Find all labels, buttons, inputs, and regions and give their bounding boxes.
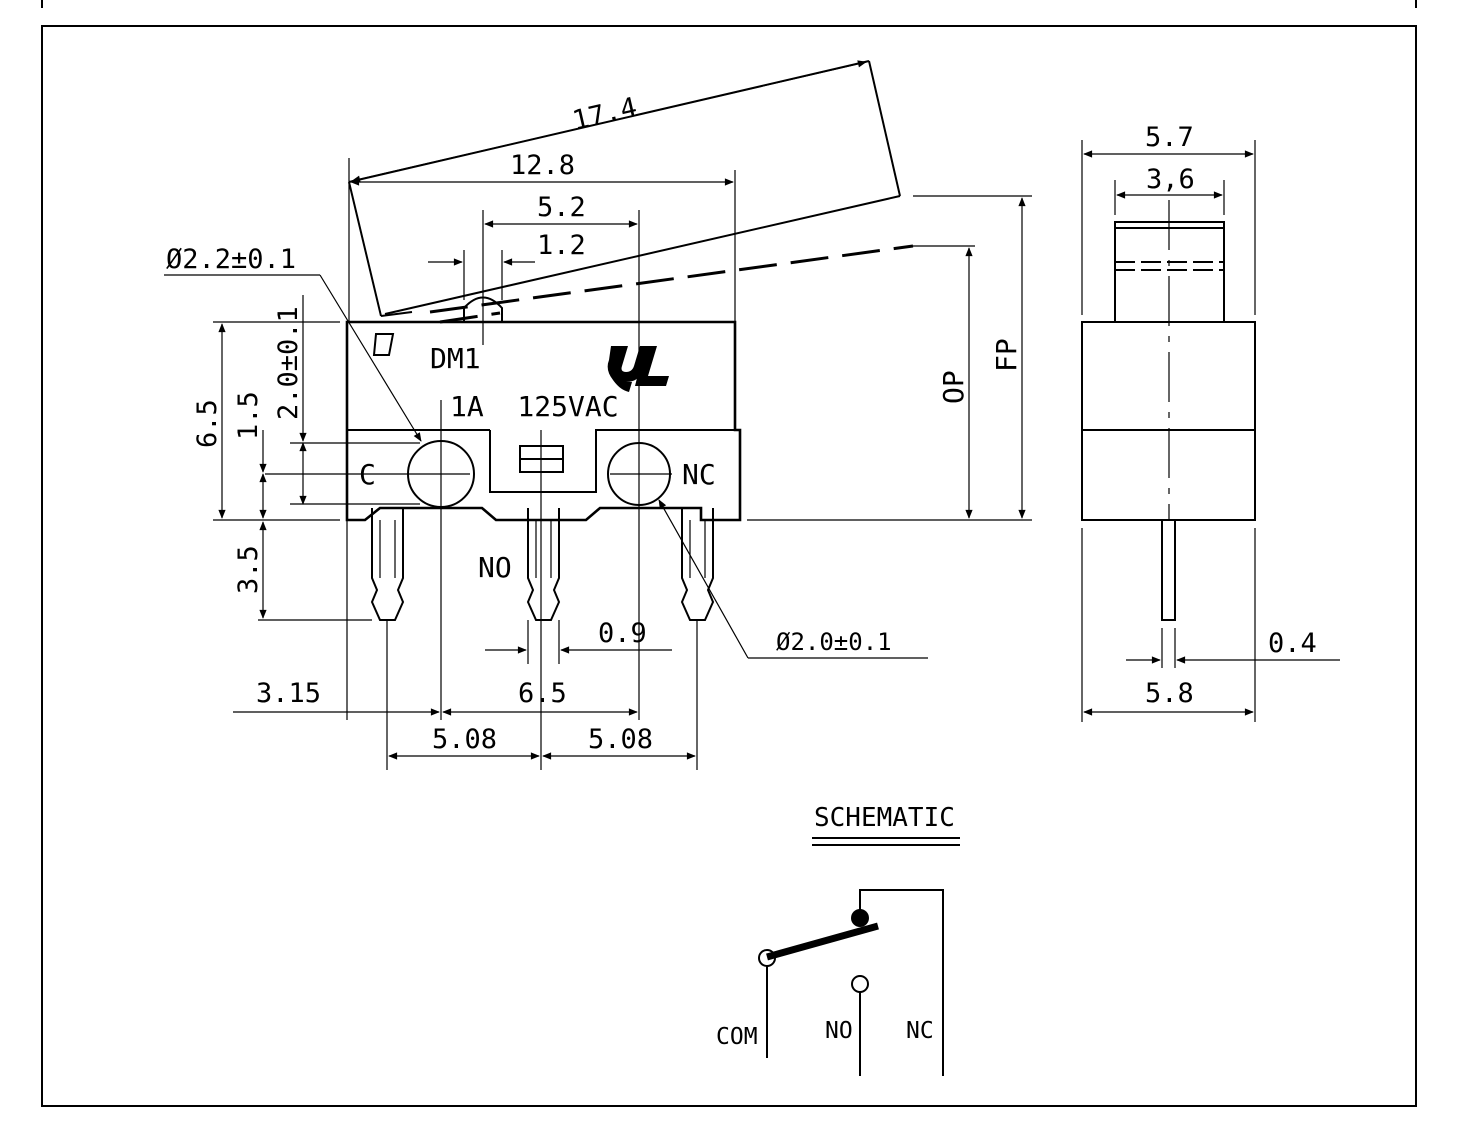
terminal-label-c: C (359, 458, 376, 491)
front-dimension-lines (218, 60, 1026, 760)
label-op: OP (937, 370, 970, 404)
dim-actuator-offset: 5.2 (537, 192, 586, 223)
dim-side-width-bottom: 5.8 (1145, 678, 1194, 709)
dim-hole-height: 1.5 (233, 391, 264, 440)
dim-pin-pitch-2: 5.08 (588, 724, 653, 755)
schematic-no-contact (851, 975, 869, 993)
schematic-label-nc: NC (906, 1018, 934, 1044)
terminal-label-no: NO (478, 551, 512, 584)
schematic-nc-contact (851, 909, 869, 927)
callout-hole-nc: Ø2.0±0.1 (776, 628, 892, 656)
dim-lever-pivot: 12.8 (510, 150, 575, 181)
pin-c (370, 508, 405, 621)
dim-pin-pitch-1: 5.08 (432, 724, 497, 755)
label-fp: FP (990, 338, 1023, 372)
model-marking: DM1 (430, 342, 481, 375)
side-centerlines (1081, 140, 1256, 722)
schematic-label-no: NO (825, 1018, 853, 1044)
schematic-switch-blade (766, 922, 879, 961)
front-centerlines (213, 158, 1032, 770)
schematic-title: SCHEMATIC (814, 803, 955, 833)
dim-left-to-c: 3.15 (256, 678, 321, 709)
dim-side-pin-thickness: 0.4 (1268, 628, 1317, 659)
dim-side-width-top: 5.7 (1145, 122, 1194, 153)
dim-side-plunger-width: 3,6 (1146, 164, 1195, 195)
dim-hole-c-height: 2.0±0.1 (273, 306, 304, 420)
side-pin (1161, 519, 1176, 621)
dim-lever-length: 17.4 (570, 92, 640, 137)
dim-pin-length: 3.5 (233, 545, 264, 594)
side-view: 5.7 3,6 5.8 0.4 (1081, 122, 1340, 722)
schematic: SCHEMATIC COM NO NC (716, 803, 960, 1076)
dim-body-height: 6.5 (192, 399, 223, 448)
ul-logo (607, 346, 669, 392)
schematic-label-com: COM (716, 1024, 758, 1050)
dim-actuator-width: 1.2 (537, 230, 586, 261)
dim-c-to-nc: 6.5 (518, 678, 567, 709)
front-view: 17.4 12.8 5.2 1.2 Ø2.2±0.1 6.5 1.5 2.0±0… (164, 60, 1032, 770)
pin-nc (680, 508, 715, 621)
callout-hole-c: Ø2.2±0.1 (166, 244, 296, 275)
pin-no (526, 508, 561, 621)
callout-leaders (164, 274, 928, 659)
terminal-label-nc: NC (682, 458, 716, 491)
lever-released-position (429, 244, 914, 324)
rating-marking: 1A 125VAC (450, 390, 619, 423)
drawing-frame (41, 25, 1417, 1107)
switch-body (345, 320, 742, 522)
dim-pin-width: 0.9 (598, 618, 647, 649)
side-dimension-lines (1083, 150, 1340, 716)
